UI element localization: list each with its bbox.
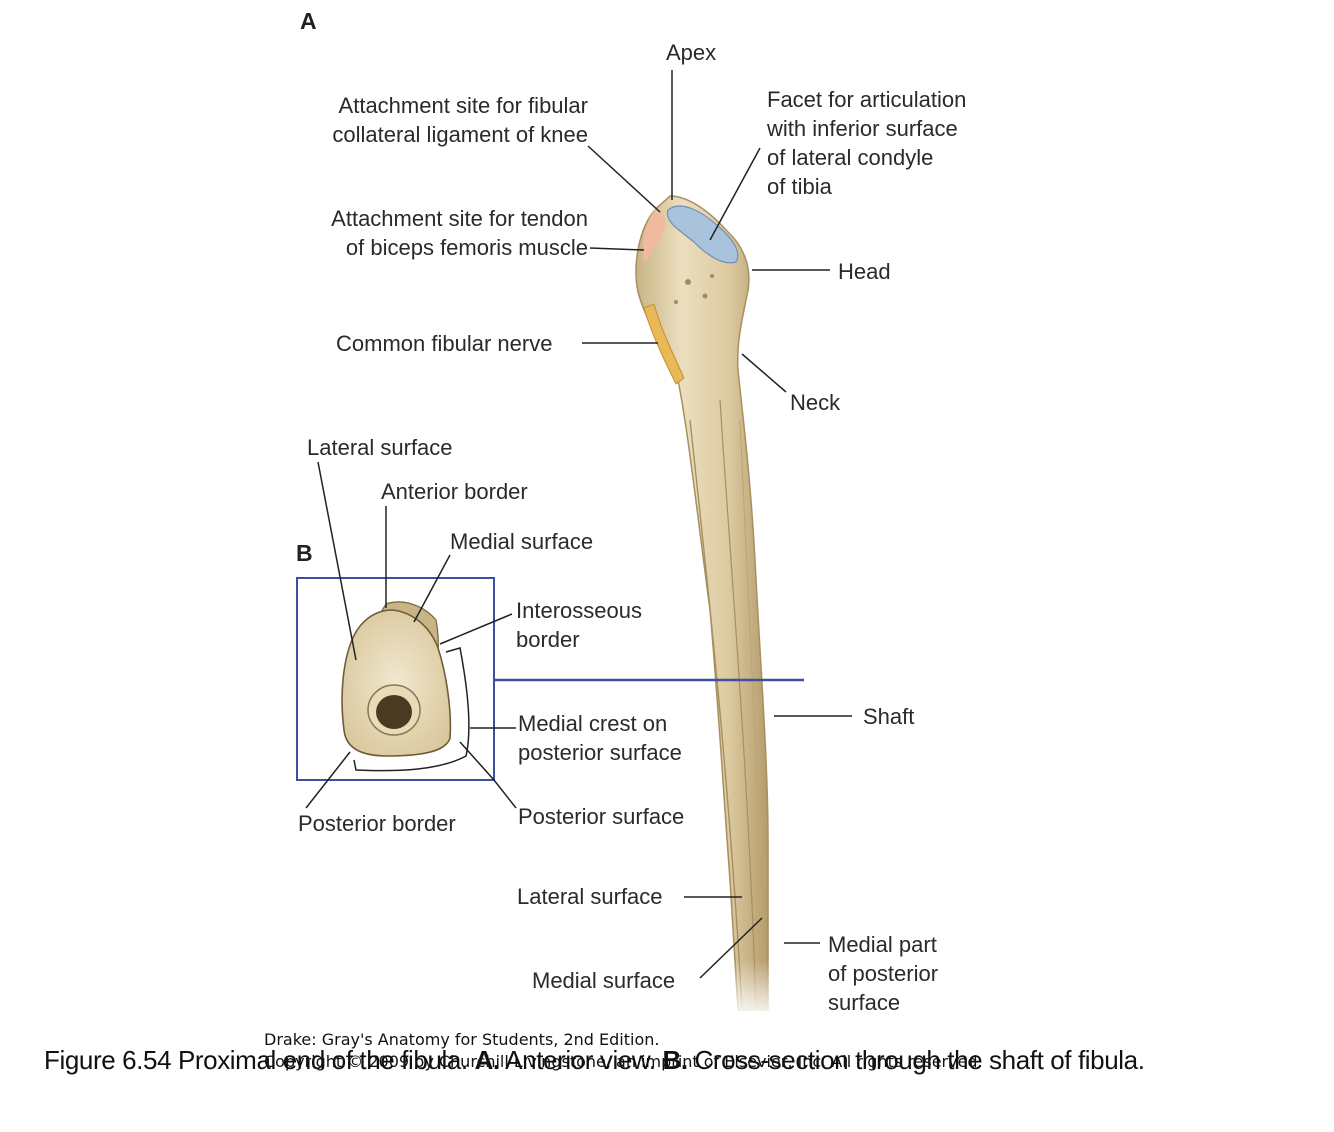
caption-a-letter: A. — [475, 1045, 500, 1075]
caption-prefix: Figure 6.54 Proximal end of the fibula. — [44, 1045, 475, 1075]
label-line: posterior surface — [518, 738, 682, 767]
leader-neck — [742, 354, 786, 392]
label-line: Medial part — [828, 930, 938, 959]
caption-b-letter: B. — [662, 1045, 687, 1075]
label-neck: Neck — [790, 388, 840, 417]
label-posterior-border: Posterior border — [298, 809, 456, 838]
head-spot — [710, 274, 714, 278]
label-line: of biceps femoris muscle — [292, 233, 588, 262]
leader-posterior-surface — [460, 742, 516, 808]
head-spot — [703, 294, 708, 299]
label-line: of posterior — [828, 959, 938, 988]
label-line: border — [516, 625, 642, 654]
label-line: collateral ligament of knee — [298, 120, 588, 149]
label-apex: Apex — [666, 38, 716, 67]
leader-biceps-femoris — [590, 248, 644, 250]
leader-lateral-surface-b — [318, 462, 356, 660]
label-medial-crest: Medial crest on posterior surface — [518, 709, 682, 767]
cross-section — [297, 578, 494, 780]
label-medial-surface-b: Medial surface — [450, 527, 593, 556]
leader-interosseous-border — [440, 614, 512, 644]
label-lateral-surface-a: Lateral surface — [517, 882, 663, 911]
label-line: Facet for articulation — [767, 85, 966, 114]
label-line: Interosseous — [516, 596, 642, 625]
leader-medial-surface-b — [414, 555, 450, 622]
panel-label-a: A — [300, 8, 317, 35]
label-lateral-surface-b: Lateral surface — [307, 433, 453, 462]
caption-b-text: Cross-section through the shaft of fibul… — [688, 1045, 1145, 1075]
figure-caption: Figure 6.54 Proximal end of the fibula. … — [44, 1045, 1145, 1076]
label-posterior-surface: Posterior surface — [518, 802, 684, 831]
leader-facet — [710, 148, 760, 240]
label-shaft: Shaft — [863, 702, 914, 731]
medullary-cavity-inner — [376, 695, 412, 729]
label-line: Attachment site for tendon — [292, 204, 588, 233]
panel-label-b: B — [296, 540, 313, 567]
head-spot — [674, 300, 678, 304]
label-head: Head — [838, 257, 891, 286]
leader-fibular-collateral — [588, 146, 660, 212]
label-line: Attachment site for fibular — [298, 91, 588, 120]
caption-a-text: Anterior view. — [500, 1045, 663, 1075]
label-facet: Facet for articulation with inferior sur… — [767, 85, 966, 201]
label-line: with inferior surface — [767, 114, 966, 143]
label-medial-surface-a: Medial surface — [532, 966, 675, 995]
label-line: of lateral condyle — [767, 143, 966, 172]
label-line: surface — [828, 988, 938, 1017]
head-spot — [685, 279, 691, 285]
shaft-fade — [700, 960, 790, 1020]
label-anterior-border: Anterior border — [381, 477, 528, 506]
label-line: of tibia — [767, 172, 966, 201]
label-common-fibular-nerve: Common fibular nerve — [336, 329, 552, 358]
label-medial-part-posterior: Medial part of posterior surface — [828, 930, 938, 1017]
label-interosseous-border: Interosseous border — [516, 596, 642, 654]
label-fibular-collateral: Attachment site for fibular collateral l… — [298, 91, 588, 149]
label-biceps-femoris: Attachment site for tendon of biceps fem… — [292, 204, 588, 262]
label-line: Medial crest on — [518, 709, 682, 738]
